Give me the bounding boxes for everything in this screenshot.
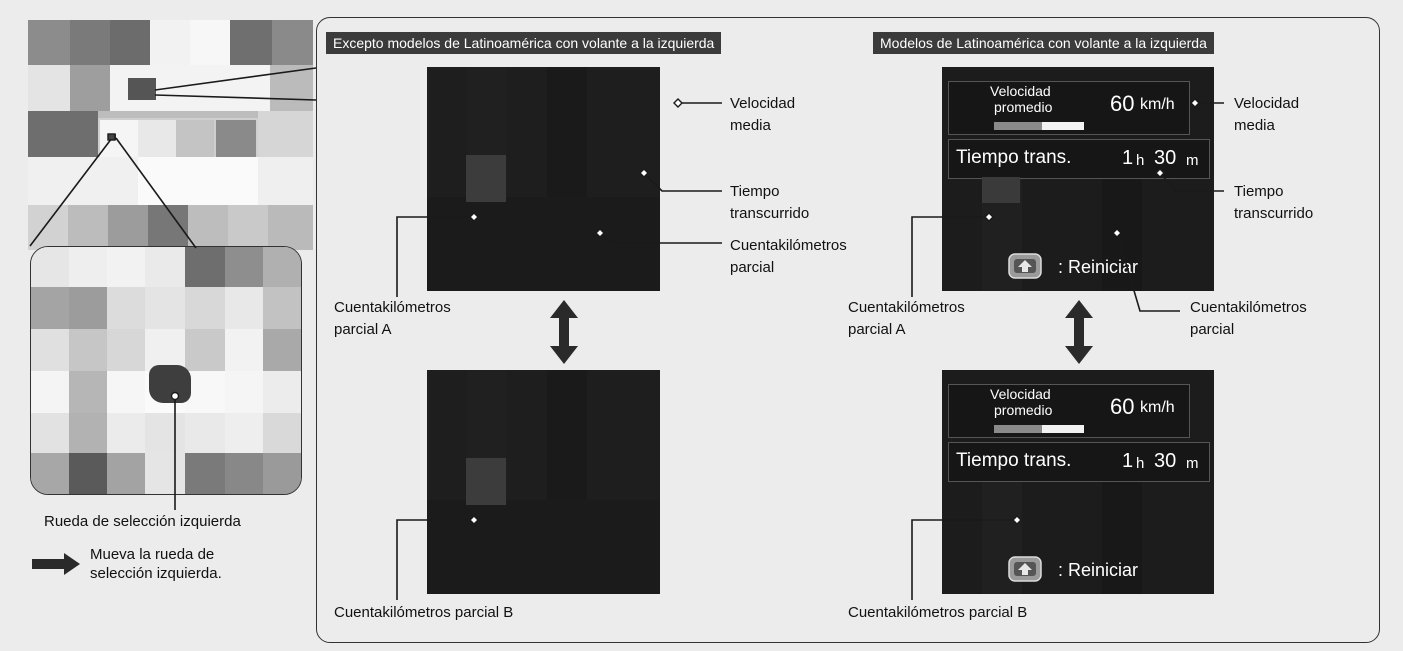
reset-button-icon [1008,556,1042,582]
speed-label-2: promedio [994,99,1053,115]
trip-a-label-1: Cuentakilómetros [334,299,451,316]
speed-label-2: promedio [994,402,1053,418]
avg-speed-label-2: media [730,117,771,134]
time-label: Tiempo trans. [956,147,1072,168]
time-hours: 1 [1122,147,1134,169]
speed-value: 60 [1110,91,1135,116]
speed-label-1: Velocidad [990,83,1051,99]
speed-label-1: Velocidad [990,386,1051,402]
elapsed-label-1: Tiempo [1234,183,1284,200]
avg-speed-label-2: media [1234,117,1275,134]
arrow-legend-line2: selección izquierda. [90,565,222,582]
elapsed-label-2: transcurrido [1234,205,1314,222]
screen-b-top: Velocidad promedio 60 km/h Tiempo trans.… [942,67,1214,291]
speed-bar-dark [994,122,1042,130]
time-m-unit: m [1186,455,1199,472]
trip-label-2: parcial [730,259,775,276]
elapsed-time-card [948,442,1210,482]
avg-speed-label-1: Velocidad [1234,95,1300,112]
trip-a-label-1: Cuentakilómetros [848,299,965,316]
time-label: Tiempo trans. [956,450,1072,471]
speed-unit: km/h [1140,96,1175,113]
left-selector-wheel [149,365,191,403]
trip-label-2: parcial [1190,321,1235,338]
speed-bar-light [1042,425,1084,433]
elapsed-time-card [948,139,1210,179]
trip-b-label: Cuentakilómetros parcial B [334,604,514,621]
screen-b-bottom: Velocidad promedio 60 km/h Tiempo trans.… [942,370,1214,594]
wheel-label: Rueda de selección izquierda [44,513,241,530]
screen-a-top [427,67,660,291]
reset-button-icon [1008,253,1042,279]
double-arrow-icon [550,300,578,364]
section-b-header: Modelos de Latinoamérica con volante a l… [873,32,1214,54]
speed-value: 60 [1110,394,1135,419]
wheel-zoom-inset [30,246,302,495]
arrow-legend-icon [32,553,80,575]
elapsed-label-2: transcurrido [730,205,810,222]
time-hours: 1 [1122,450,1134,472]
arrow-legend-line1: Mueva la rueda de [90,546,215,563]
steering-wheel-image [28,20,313,250]
time-h-unit: h [1136,455,1145,472]
trip-label-1: Cuentakilómetros [1190,299,1307,316]
trip-a-block [466,155,506,202]
reset-label: : Reiniciar [1058,257,1139,277]
time-m-unit: m [1186,152,1199,169]
speed-unit: km/h [1140,399,1175,416]
reset-label: : Reiniciar [1058,560,1139,580]
speed-bar-dark [994,425,1042,433]
trip-b-label: Cuentakilómetros parcial B [848,604,1028,621]
trip-a-label-2: parcial A [334,321,392,338]
elapsed-label-1: Tiempo [730,183,780,200]
avg-speed-label-1: Velocidad [730,95,796,112]
time-minutes: 30 [1154,147,1177,169]
trip-label-1: Cuentakilómetros [730,237,847,254]
speed-bar-light [1042,122,1084,130]
time-minutes: 30 [1154,450,1177,472]
section-a-header: Excepto modelos de Latinoamérica con vol… [326,32,722,54]
trip-a-label-2: parcial A [848,321,906,338]
time-h-unit: h [1136,152,1145,169]
screen-a-bottom [427,370,660,594]
double-arrow-icon [1065,300,1093,364]
trip-b-block [466,458,506,505]
